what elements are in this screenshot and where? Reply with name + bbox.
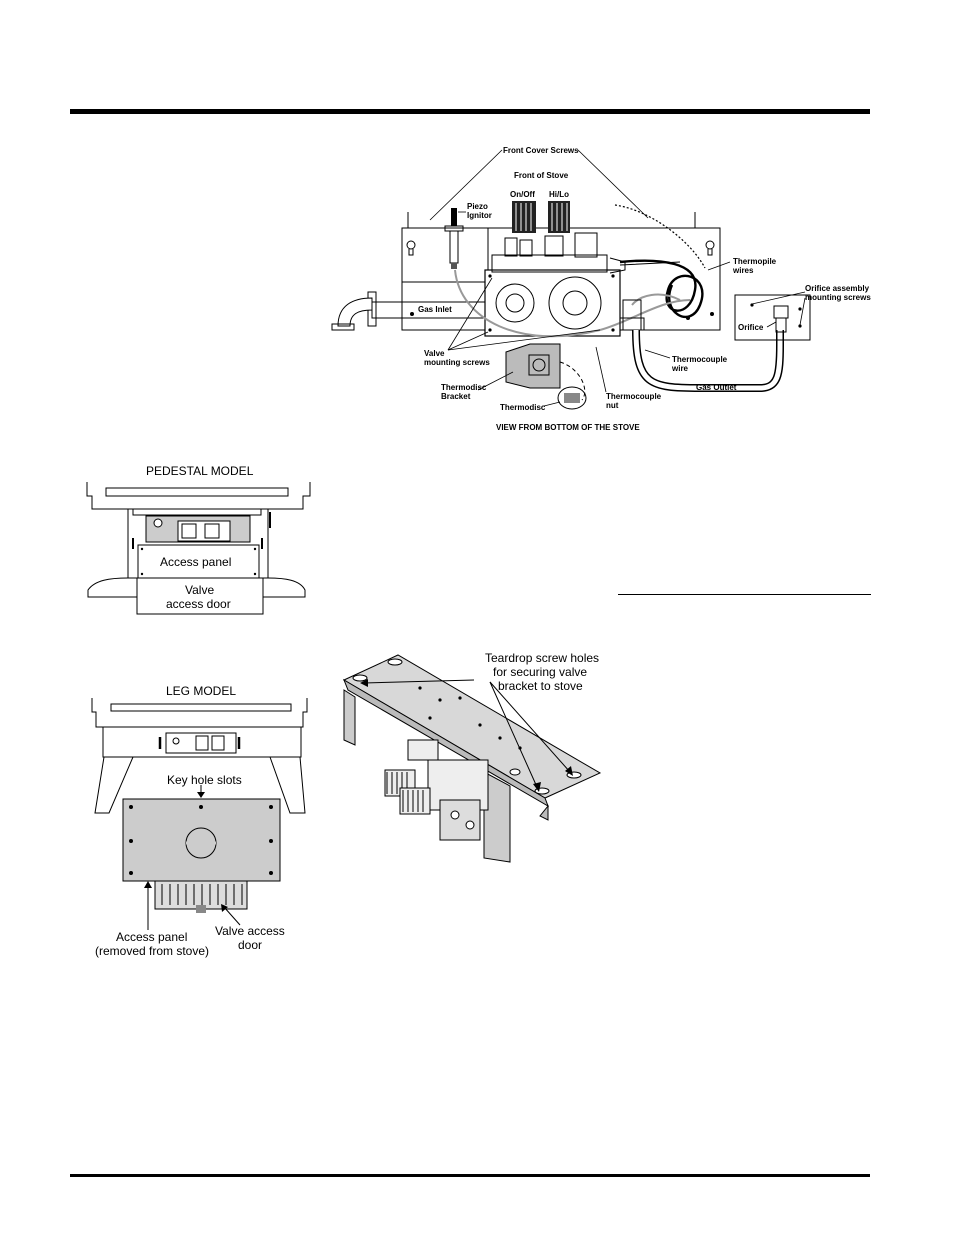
label-valve-screws-1: Valve (424, 349, 445, 358)
label-gas-inlet: Gas Inlet (418, 305, 452, 314)
label-orifice: Orifice (738, 323, 764, 332)
label-thermocouple-nut-1: Thermocouple (606, 392, 662, 401)
label-piezo-1: Piezo (467, 202, 488, 211)
pedestal-title: PEDESTAL MODEL (146, 464, 254, 478)
bottom-rule (70, 1174, 870, 1177)
label-gas-outlet: Gas Outlet (696, 383, 737, 392)
label-front-of-stove: Front of Stove (514, 171, 569, 180)
label-orifice-assembly-2: mounting screws (805, 293, 871, 302)
label-thermocouple-wire-1: Thermocouple (672, 355, 728, 364)
label-thermopile-2: wires (732, 266, 754, 275)
leg-access-panel-1: Access panel (116, 930, 187, 944)
leg-valve-door-1: Valve access (215, 924, 285, 938)
label-orifice-assembly-1: Orifice assembly (805, 284, 870, 293)
label-hi-lo: Hi/Lo (549, 190, 569, 199)
label-valve-screws-2: mounting screws (424, 358, 490, 367)
label-on-off: On/Off (510, 190, 535, 199)
top-rule (70, 109, 870, 114)
pedestal-valve-door-1: Valve (185, 583, 214, 597)
pedestal-access-panel: Access panel (160, 555, 231, 569)
view-caption: VIEW FROM BOTTOM OF THE STOVE (496, 423, 640, 432)
label-thermodisc: Thermodisc (500, 403, 546, 412)
section-rule (618, 594, 871, 595)
leg-title: LEG MODEL (166, 684, 236, 698)
leg-key-hole: Key hole slots (167, 773, 242, 787)
leg-valve-door-2: door (238, 938, 262, 952)
bracket-label-3: bracket to stove (498, 679, 583, 693)
label-thermocouple-nut-2: nut (606, 401, 619, 410)
label-front-cover-screws: Front Cover Screws (503, 146, 579, 155)
label-thermopile-1: Thermopile (733, 257, 777, 266)
label-thermodisc-bracket-2: Bracket (441, 392, 471, 401)
bracket-label-1: Teardrop screw holes (485, 651, 599, 665)
pedestal-valve-door-2: access door (166, 597, 231, 611)
leg-access-panel-2: (removed from stove) (95, 944, 209, 958)
bracket-label-2: for securing valve (493, 665, 587, 679)
label-thermodisc-bracket-1: Thermodisc (441, 383, 487, 392)
label-thermocouple-wire-2: wire (671, 364, 689, 373)
label-piezo-2: Ignitor (467, 211, 492, 220)
